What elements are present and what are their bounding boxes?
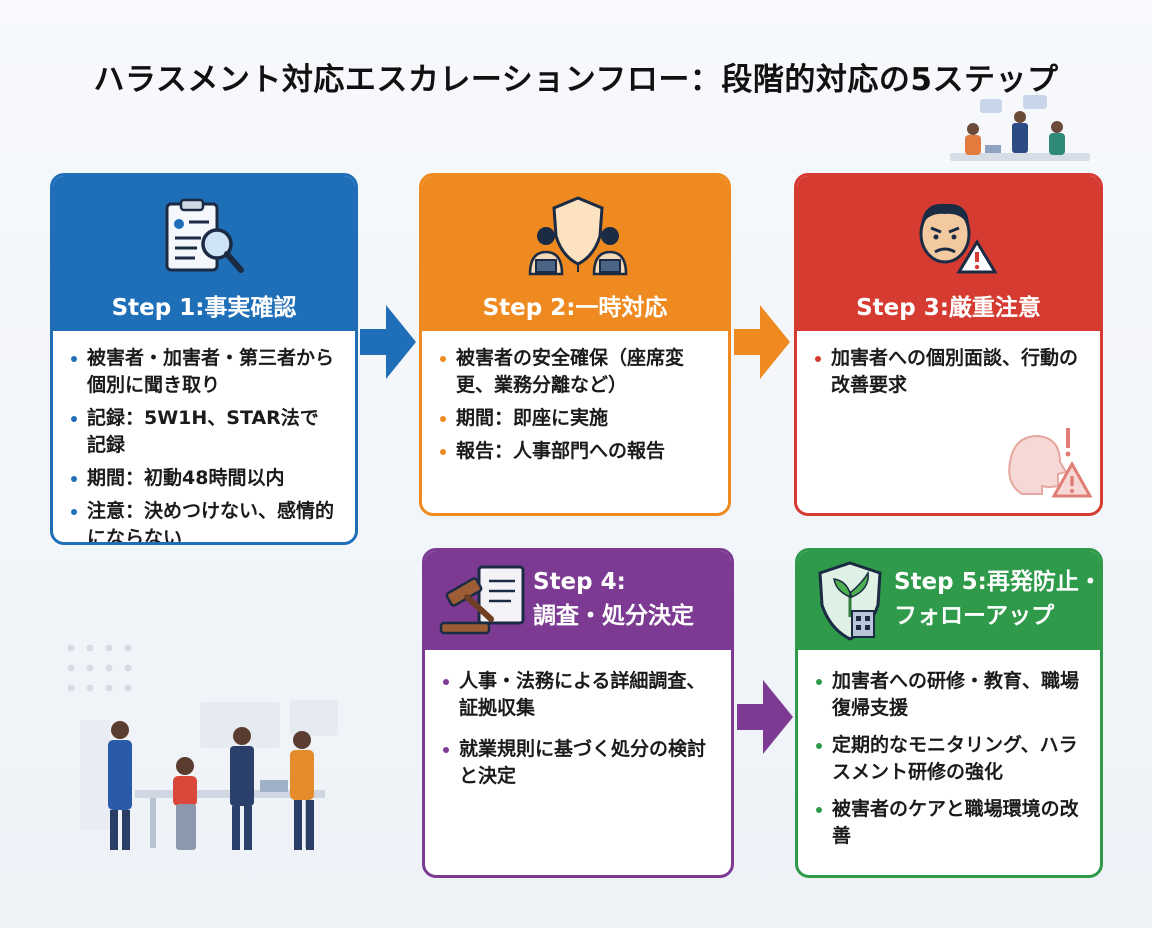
head-warning-icon [1008,428,1092,498]
step-5-title: Step 5:再発防止・ フォローアップ [894,565,1102,633]
step-4-header: Step 4: 調査・処分決定 [425,551,731,650]
list-item: 被害者のケアと職場環境の改善 [816,796,1082,850]
step-3-card: Step 3:厳重注意 加害者への個別面談、行動の改善要求 [794,173,1103,516]
arrow-right-icon [737,680,793,754]
arrow-right-icon [734,305,790,379]
list-item: 注意：決めつけない、感情的にならない [71,498,337,542]
clipboard-magnifier-icon [165,198,244,273]
step-1-list: 被害者・加害者・第三者から個別に聞き取り 記録：5W1H、STAR法で記録 期間… [53,331,355,542]
angry-person-warning-icon [919,203,997,274]
office-team-illustration [80,700,338,850]
step-3-header: Step 3:厳重注意 [797,176,1100,331]
shield-people-icon [528,196,628,276]
step-2-list: 被害者の安全確保（座席変更、業務分離など） 期間：即座に実施 報告：人事部門への… [422,331,728,465]
step-4-card: Step 4: 調査・処分決定 人事・法務による詳細調査、証拠収集 就業規則に基… [422,548,734,878]
step-2-header: Step 2:一時対応 [422,176,728,331]
arrow-right-icon [360,305,416,379]
step-3-title: Step 3:厳重注意 [856,295,1041,321]
step-2-card: Step 2:一時対応 被害者の安全確保（座席変更、業務分離など） 期間：即座に… [419,173,731,516]
step-5-title-line2: フォローアップ [894,603,1055,629]
shield-plant-building-icon [818,561,882,641]
list-item: 加害者への研修・教育、職場復帰支援 [816,668,1082,722]
list-item: 記録：5W1H、STAR法で記録 [71,405,337,459]
step-4-title-line1: Step 4: [533,569,626,595]
step-3-list: 加害者への個別面談、行動の改善要求 [797,331,1100,399]
step-4-title-line2: 調査・処分決定 [533,603,694,629]
step-4-title: Step 4: 調査・処分決定 [533,565,731,633]
step-5-card: Step 5:再発防止・ フォローアップ 加害者への研修・教育、職場復帰支援 定… [795,548,1103,878]
meeting-illustration [950,95,1090,161]
step-5-list: 加害者への研修・教育、職場復帰支援 定期的なモニタリング、ハラスメント研修の強化… [798,650,1100,850]
list-item: 被害者・加害者・第三者から個別に聞き取り [71,345,337,399]
gavel-document-icon [439,565,525,635]
step-1-title: Step 1:事実確認 [111,295,297,321]
list-item: 報告：人事部門への報告 [440,438,710,465]
list-item: 期間：初動48時間以内 [71,465,337,492]
list-item: 被害者の安全確保（座席変更、業務分離など） [440,345,710,399]
step-5-title-line1: Step 5:再発防止・ [894,569,1102,595]
list-item: 就業規則に基づく処分の検討と決定 [443,736,713,790]
step-1-card: Step 1:事実確認 被害者・加害者・第三者から個別に聞き取り 記録：5W1H… [50,173,358,545]
step-5-header: Step 5:再発防止・ フォローアップ [798,551,1100,650]
step-4-list: 人事・法務による詳細調査、証拠収集 就業規則に基づく処分の検討と決定 [425,650,731,790]
list-item: 定期的なモニタリング、ハラスメント研修の強化 [816,732,1082,786]
list-item: 人事・法務による詳細調査、証拠収集 [443,668,713,722]
list-item: 期間：即座に実施 [440,405,710,432]
dot-pattern [67,644,132,692]
step-1-header: Step 1:事実確認 [53,176,355,331]
step-2-title: Step 2:一時対応 [482,295,668,321]
page-title: ハラスメント対応エスカレーションフロー：段階的対応の5ステップ [93,62,1059,98]
list-item: 加害者への個別面談、行動の改善要求 [815,345,1082,399]
